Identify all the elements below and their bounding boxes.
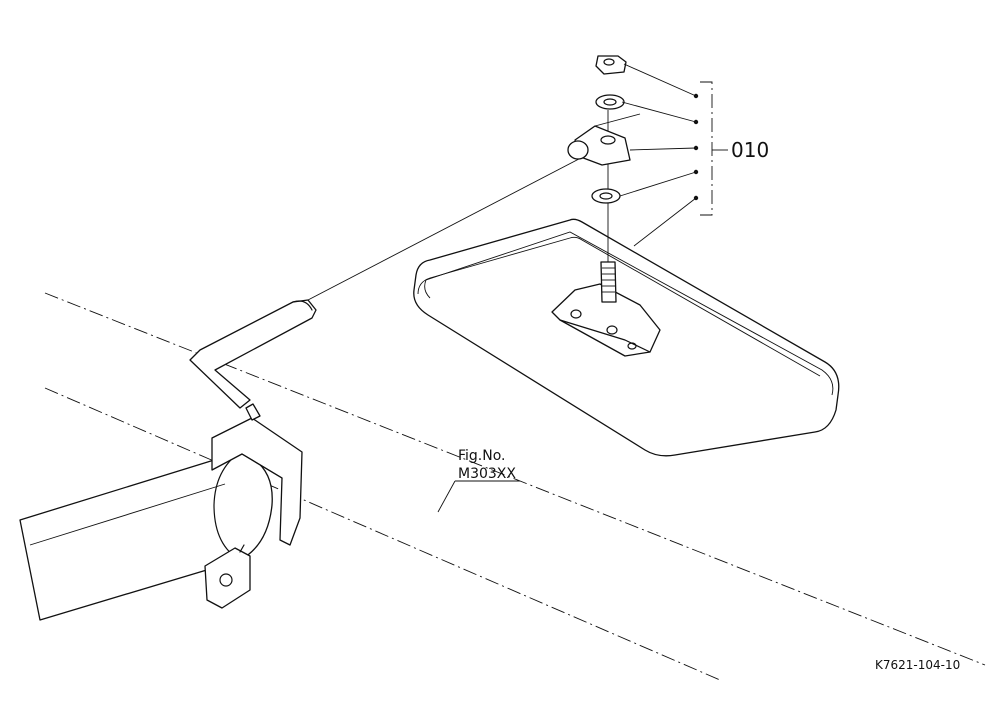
figure-ref-number: M303XX (458, 466, 516, 482)
callout-number: 010 (731, 138, 769, 162)
flat-washer (591, 188, 621, 204)
spring-washer (595, 94, 625, 110)
leader-lines (619, 63, 728, 247)
mirror-mount-base (551, 110, 661, 357)
mirror-stay-bracket (204, 417, 303, 609)
mirror-stay-rod (189, 147, 601, 421)
clamp-block (567, 113, 641, 166)
fig-ref-leader (437, 480, 520, 513)
hex-nut (595, 55, 627, 75)
drawing-code: K7621-104-10 (875, 658, 960, 672)
figure-ref-label: Fig.No. (458, 448, 506, 464)
